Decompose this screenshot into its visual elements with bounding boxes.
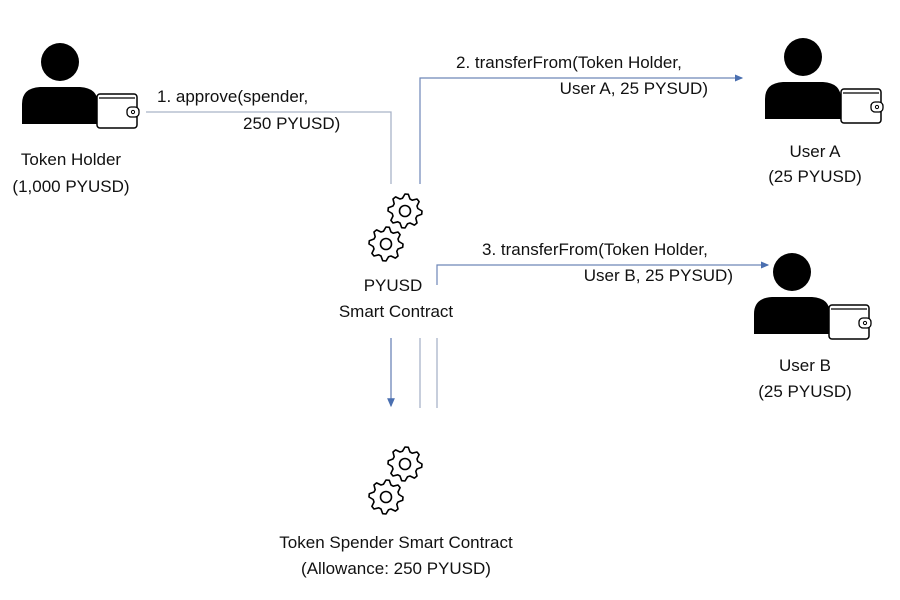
gear-icon (387, 193, 423, 229)
user-a-balance: (25 PYUSD) (768, 167, 862, 186)
token-holder-name: Token Holder (20, 150, 122, 169)
step-2-amount: User A, 25 PYSUD) (559, 79, 708, 98)
step-1-label: 1. approve(spender, (157, 87, 309, 106)
step-2-label: 2. transferFrom(Token Holder, (456, 53, 682, 72)
gear-icon (368, 479, 404, 515)
pyusd-contract-subtitle: Smart Contract (338, 302, 454, 321)
step-1-amount: 250 PYUSD) (243, 114, 341, 133)
user-a-name: User A (789, 142, 841, 161)
spender-contract-title: Token Spender Smart Contract (279, 533, 513, 552)
user-b-name: User B (779, 356, 831, 375)
spender-contract-allowance: (Allowance: 250 PYUSD) (301, 559, 491, 578)
wallet-icon (840, 88, 884, 124)
step-3-amount: User B, 25 PYSUD) (583, 266, 733, 285)
gear-icon (368, 226, 404, 262)
token-holder-icon (22, 43, 98, 124)
wallet-icon (96, 93, 140, 129)
transfer-a-arrow (419, 74, 744, 184)
gear-icon (387, 446, 423, 482)
transfer-b-arrow (436, 261, 770, 285)
step-3-label: 3. transferFrom(Token Holder, (482, 240, 708, 259)
user-b-balance: (25 PYUSD) (758, 382, 852, 401)
wallet-icon (828, 304, 872, 340)
pyusd-contract-title: PYUSD (363, 276, 423, 295)
user-a-icon (765, 38, 841, 119)
token-holder-balance: (1,000 PYUSD) (12, 177, 130, 196)
approve-connector (146, 111, 392, 184)
